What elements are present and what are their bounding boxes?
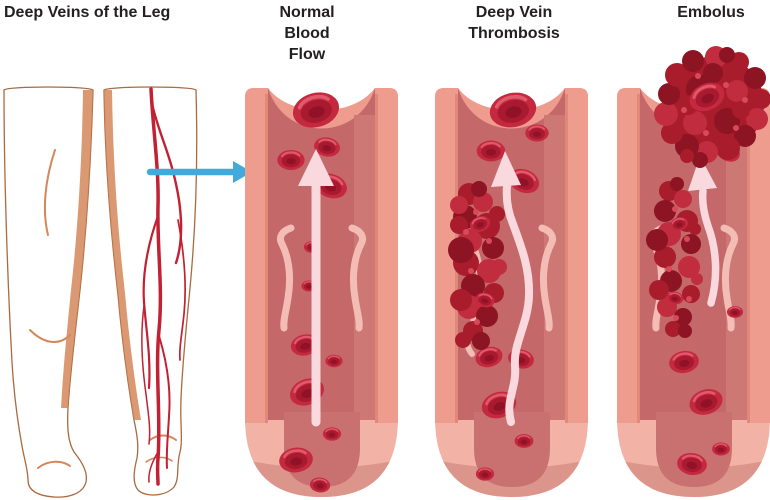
right-leg (103, 86, 198, 496)
residual-clot (646, 177, 703, 338)
legs-illustration (3, 86, 252, 498)
left-leg (3, 86, 94, 498)
caption-deep-veins-of-the-leg: Deep Veins of the Leg (4, 4, 171, 21)
embolus-clot (654, 46, 770, 168)
thrombus-clot (448, 181, 507, 350)
leg-deep-veins (141, 87, 187, 486)
caption-embolus: Embolus (677, 4, 745, 21)
vein-panel-embolus (617, 46, 770, 500)
upward-flow-arrow (688, 156, 720, 307)
caption-deep-vein-thrombosis: Deep Vein Thrombosis (468, 4, 560, 42)
upward-flow-arrow (298, 149, 334, 427)
vein-panel-dvt (435, 88, 588, 500)
caption-normal-blood-flow: Normal Blood Flow (279, 4, 335, 63)
vein-panel-normal (245, 87, 398, 500)
pointer-arrow-icon (146, 161, 252, 183)
upward-flow-arrow (491, 151, 534, 426)
